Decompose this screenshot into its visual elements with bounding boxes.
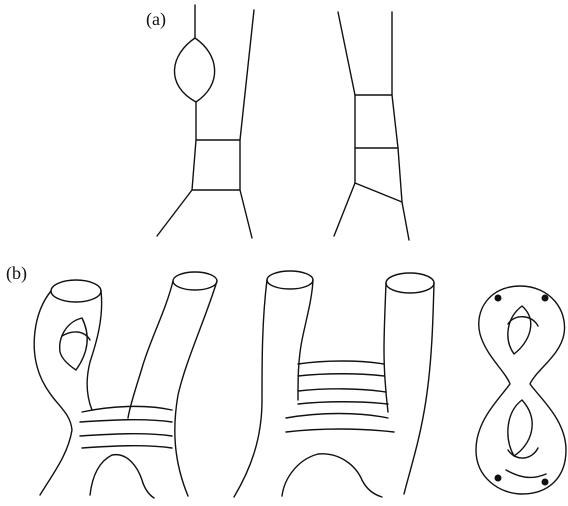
surface-contour: [234, 280, 267, 497]
band-edge: [298, 402, 388, 404]
tube-opening: [51, 280, 101, 302]
panel-b-surface-3: [476, 286, 566, 494]
surface-contour: [90, 455, 154, 498]
surface-hole: [60, 318, 87, 370]
puncture-dot: [542, 479, 549, 486]
band-edge: [82, 406, 172, 412]
graph-edge: [157, 190, 192, 236]
surface-contour: [128, 281, 173, 418]
band-edge: [80, 434, 172, 436]
panel-b-surface-2: [234, 271, 434, 497]
tube-opening: [386, 273, 434, 293]
tube-opening: [173, 272, 217, 290]
surface-contour: [175, 281, 217, 496]
surface-hole: [508, 400, 532, 456]
puncture-dot: [542, 295, 549, 302]
band-edge: [80, 420, 172, 422]
panel-b-surface-1: [34, 272, 217, 498]
band-edge: [82, 446, 172, 448]
band-edge: [298, 389, 386, 392]
tube-opening: [267, 271, 313, 289]
band-edge: [286, 414, 388, 419]
band-edge: [298, 361, 384, 364]
square-face: [192, 140, 240, 190]
graph-edge: [334, 12, 355, 236]
graph-edge: [240, 10, 254, 140]
puncture-dot: [495, 475, 502, 482]
graph-edge: [240, 190, 252, 238]
surface-hole-twist: [62, 332, 90, 340]
panel-a-right-graph: [334, 12, 409, 240]
surface-contour: [282, 454, 382, 497]
surface-hole: [508, 306, 531, 354]
surface-contour: [34, 291, 72, 495]
graph-rung: [355, 183, 402, 202]
surface-strand: [506, 470, 546, 477]
band-edge: [286, 429, 394, 432]
surface-contour: [298, 280, 313, 400]
graph-edge: [392, 12, 409, 240]
bigon-face: [174, 38, 214, 102]
band-edge: [298, 374, 384, 376]
puncture-dot: [495, 295, 502, 302]
surface-contour: [87, 291, 101, 410]
surface-hole-twist: [508, 317, 538, 326]
surface-contour: [404, 283, 434, 494]
panel-a-left-graph: [157, 5, 254, 238]
